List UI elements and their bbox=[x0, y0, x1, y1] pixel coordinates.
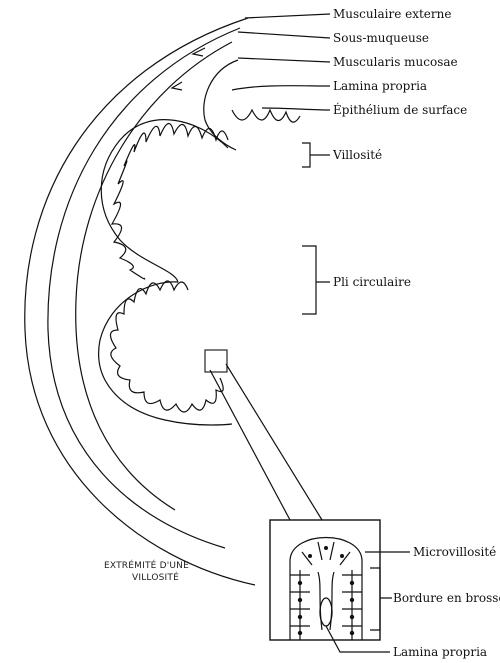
leader-epithelium bbox=[262, 108, 330, 110]
villus-bracket bbox=[302, 143, 330, 167]
label-bordure-en-brosse: Bordure en brosse bbox=[393, 591, 500, 605]
leader-musculaire-externe bbox=[245, 14, 330, 18]
caption-line-1: EXTRÉMITÉ D'UNE bbox=[104, 559, 189, 571]
label-muscularis-mucosae: Muscularis mucosae bbox=[333, 55, 458, 69]
caption-line-2: VILLOSITÉ bbox=[132, 571, 179, 583]
circular-fold-bracket bbox=[302, 246, 330, 314]
villus-detail-core-lines bbox=[318, 572, 334, 630]
lower-fold-villi bbox=[110, 281, 223, 412]
muscularis-mucosae-curve bbox=[204, 60, 238, 150]
villus-detail-nuclei bbox=[298, 546, 354, 635]
villus-detail-cells-top bbox=[302, 542, 350, 565]
upper-fold-villi bbox=[112, 123, 228, 279]
label-microvillosite: Microvillosité bbox=[413, 545, 496, 559]
zoom-source-box bbox=[205, 350, 227, 372]
muscularis-externa-outer-arc bbox=[25, 18, 255, 585]
villus-detail-cells-left bbox=[290, 570, 310, 640]
submucosa-arc bbox=[76, 42, 232, 510]
brush-border-bracket bbox=[370, 568, 392, 630]
leader-sous-muqueuse bbox=[238, 32, 330, 38]
label-villosite: Villosité bbox=[332, 148, 382, 162]
label-musculaire-externe: Musculaire externe bbox=[333, 7, 451, 21]
villus-detail-outline bbox=[290, 538, 362, 641]
arrow-upper bbox=[193, 48, 205, 56]
leader-lamina-propria bbox=[232, 86, 330, 90]
upper-villus-group bbox=[232, 110, 300, 122]
label-pli-circulaire: Pli circulaire bbox=[333, 275, 411, 289]
label-lamina-propria: Lamina propria bbox=[333, 79, 427, 93]
leader-muscularis-mucosae bbox=[238, 58, 330, 62]
zoom-line-right bbox=[226, 364, 322, 520]
zoom-line-left bbox=[210, 370, 290, 520]
label-lamina-propria-detail: Lamina propria bbox=[393, 645, 487, 659]
label-epithelium-surface: Épithélium de surface bbox=[333, 102, 467, 117]
villus-detail-capillary bbox=[320, 598, 332, 626]
label-sous-muqueuse: Sous-muqueuse bbox=[333, 31, 429, 45]
villus-detail-cells-right bbox=[342, 570, 362, 640]
